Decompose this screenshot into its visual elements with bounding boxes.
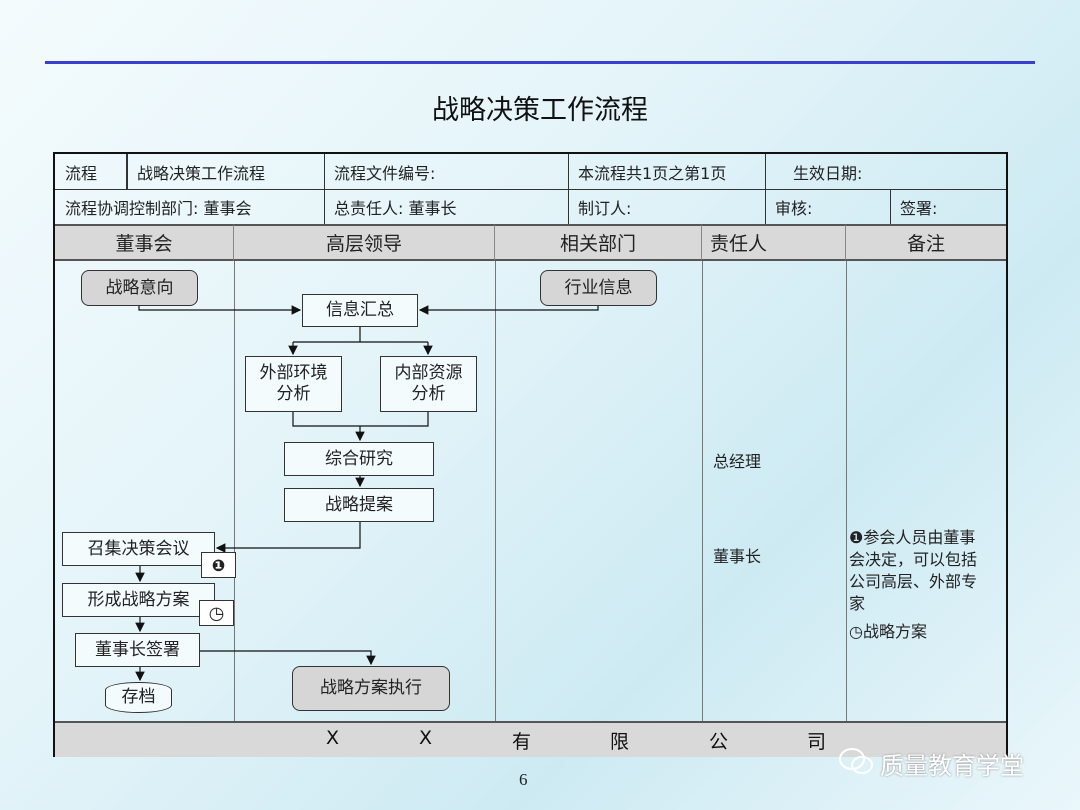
- footer-char: 司: [807, 731, 827, 753]
- note-plan: ◷战略方案: [849, 622, 927, 641]
- footer-char: 限: [610, 731, 630, 753]
- watermark: 质量教育学堂: [880, 752, 1024, 780]
- node-proposal: 战略提案: [284, 488, 434, 522]
- lane-board: 董事会: [55, 224, 234, 261]
- responsible-chairman: 董事长: [713, 547, 762, 566]
- lane-responsible: 责任人: [702, 224, 846, 261]
- footer-char: 有: [512, 731, 532, 753]
- top-rule: [45, 61, 1035, 64]
- page-title: 战略决策工作流程: [432, 95, 648, 126]
- wechat-icon: [838, 746, 874, 776]
- lane-notes: 备注: [846, 224, 1006, 261]
- page-count: 本流程共1页之第1页: [578, 163, 727, 183]
- node-archive: 存档: [105, 682, 172, 713]
- note-participants: ❶参会人员由董事会决定，可以包括公司高层、外部专家: [849, 528, 978, 613]
- node-external-analysis: 外部环境分析: [245, 356, 342, 412]
- label-process: 流程: [65, 163, 98, 183]
- document-icon-clock: ◷: [199, 600, 234, 626]
- author: 制订人:: [578, 198, 632, 218]
- node-research: 综合研究: [284, 442, 434, 476]
- footer-char: 公: [709, 731, 729, 753]
- doc-number: 流程文件编号:: [334, 163, 436, 183]
- node-form-plan: 形成战略方案: [62, 583, 215, 617]
- node-internal-analysis: 内部资源分析: [380, 356, 477, 412]
- node-strategic-intent: 战略意向: [81, 270, 198, 306]
- page-number: 6: [519, 770, 528, 789]
- responsible-gm: 总经理: [713, 452, 762, 471]
- signature: 签署:: [900, 198, 938, 218]
- node-execute: 战略方案执行: [292, 666, 450, 711]
- footer-char: X: [326, 727, 340, 749]
- node-chairman-sign: 董事长签署: [75, 633, 200, 667]
- footer-char: X: [419, 727, 433, 749]
- node-industry-info: 行业信息: [540, 270, 657, 306]
- lane-depts: 相关部门: [495, 224, 702, 261]
- lane-senior: 高层领导: [234, 224, 495, 261]
- reviewer: 审核:: [775, 198, 813, 218]
- owner: 总责任人: 董事长: [334, 198, 457, 218]
- control-dept: 流程协调控制部门: 董事会: [65, 198, 252, 218]
- process-name: 战略决策工作流程: [137, 163, 266, 183]
- effective-date: 生效日期:: [793, 163, 863, 183]
- document-icon-1: ❶: [201, 552, 236, 578]
- node-info-summary: 信息汇总: [302, 294, 418, 327]
- footer-bar: [55, 721, 1006, 757]
- node-meeting: 召集决策会议: [62, 532, 215, 566]
